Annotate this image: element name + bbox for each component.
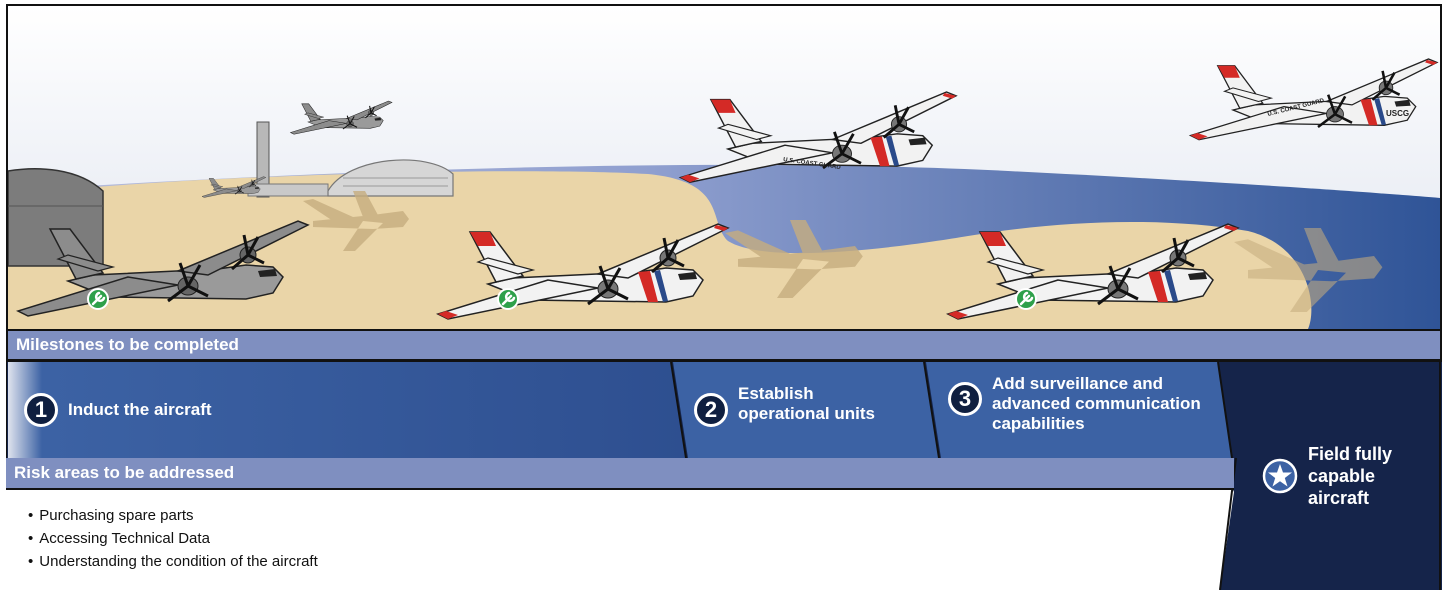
risk-areas-header-label: Risk areas to be addressed [14,463,234,483]
wrench-icon [1016,289,1036,309]
final-goal-label: Field fully capable aircraft [1308,443,1392,509]
star-icon [1262,458,1298,494]
milestone-2: 2 Establish operational units [694,362,875,458]
milestone-1: 1 Induct the aircraft [24,362,212,458]
milestone-2-line: Establish [738,384,875,404]
risk-item: Purchasing spare parts [28,504,1218,527]
final-goal: Field fully capable aircraft [1220,362,1442,590]
milestone-1-number-badge: 1 [24,393,58,427]
hangar-left [8,169,103,266]
wrench-icon [498,289,518,309]
risk-item: Understanding the condition of the aircr… [28,550,1218,573]
risk-item: Accessing Technical Data [28,527,1218,550]
milestones-header: Milestones to be completed [6,331,1442,362]
final-goal-line: aircraft [1308,487,1392,509]
milestone-3-line: advanced communication [992,394,1201,414]
illustration-scene: U.S. COAST GUARD U.S. COAST GUARD USCG [6,4,1442,331]
aircraft-text-3: USCG [1386,109,1409,118]
risk-list: Purchasing spare parts Accessing Technic… [8,490,1218,590]
milestone-1-label: Induct the aircraft [68,400,212,420]
milestone-3-line: capabilities [992,414,1201,434]
milestone-2-line: operational units [738,404,875,424]
milestones-header-label: Milestones to be completed [16,335,239,355]
milestone-2-label: Establish operational units [738,384,875,424]
wrench-icon [88,289,108,309]
final-goal-line: Field fully [1308,443,1392,465]
risk-areas-header: Risk areas to be addressed [6,458,1234,490]
milestone-3: 3 Add surveillance and advanced communic… [948,362,1201,458]
final-goal-line: capable [1308,465,1392,487]
milestone-3-number-badge: 3 [948,382,982,416]
scene-svg: U.S. COAST GUARD U.S. COAST GUARD USCG [8,6,1440,329]
milestone-2-number-badge: 2 [694,393,728,427]
milestone-3-label: Add surveillance and advanced communicat… [992,374,1201,434]
milestone-3-line: Add surveillance and [992,374,1201,394]
